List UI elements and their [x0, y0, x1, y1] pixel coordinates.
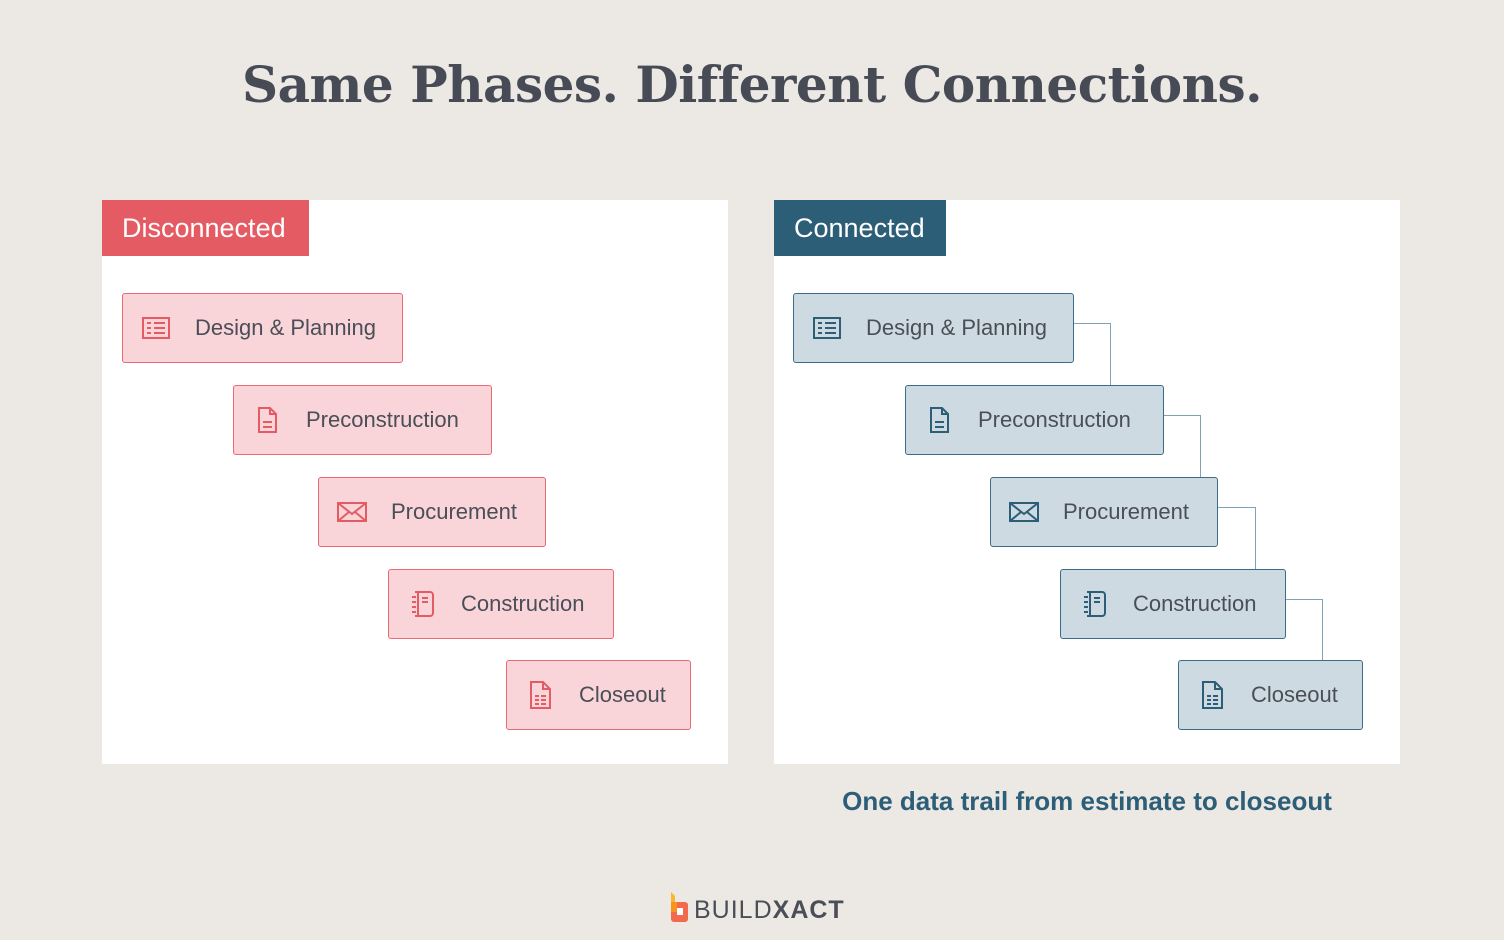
page-title: Same Phases. Different Connections. [241, 55, 1263, 114]
phase-design-planning: Design & Planning [793, 293, 1074, 363]
document-icon [250, 403, 284, 437]
phase-label: Design & Planning [195, 315, 377, 340]
buildxact-logo-text: BUILDXACT [694, 896, 845, 925]
logo-text-bold: XACT [772, 896, 845, 924]
phase-procurement: Procurement [318, 477, 546, 547]
disconnected-panel: Disconnected Design & Planning Preconstr… [102, 200, 728, 764]
envelope-icon [335, 495, 369, 529]
disconnected-label: Disconnected [102, 200, 309, 256]
phase-label: Preconstruction [306, 407, 459, 432]
phase-procurement: Procurement [990, 477, 1218, 547]
spreadsheet-icon [810, 311, 844, 345]
phase-label: Preconstruction [978, 407, 1131, 432]
logo-text-light: BUILD [694, 896, 773, 924]
report-document-icon [523, 678, 557, 712]
buildxact-logo-icon [668, 892, 690, 929]
report-document-icon [1195, 678, 1229, 712]
notebook-icon [1077, 587, 1111, 621]
phase-label: Closeout [579, 682, 666, 707]
envelope-icon [1007, 495, 1041, 529]
phase-label: Construction [461, 591, 585, 616]
spreadsheet-icon [139, 311, 173, 345]
phase-label: Design & Planning [866, 315, 1048, 340]
phase-design-planning: Design & Planning [122, 293, 403, 363]
connected-label: Connected [774, 200, 946, 256]
phase-label: Procurement [391, 499, 517, 524]
connected-tagline: One data trail from estimate to closeout [842, 786, 1332, 816]
phase-label: Closeout [1251, 682, 1338, 707]
connector-line [1164, 415, 1201, 477]
connector-line [1074, 323, 1111, 385]
buildxact-logo: BUILDXACT [668, 892, 845, 929]
phase-closeout: Closeout [506, 660, 691, 730]
phase-construction: Construction [1060, 569, 1286, 639]
document-icon [922, 403, 956, 437]
phase-preconstruction: Preconstruction [905, 385, 1164, 455]
connector-line [1218, 507, 1256, 569]
phase-label: Procurement [1063, 499, 1189, 524]
phase-preconstruction: Preconstruction [233, 385, 492, 455]
connected-panel: Connected Design & Planning Preconstruct… [774, 200, 1400, 764]
phase-construction: Construction [388, 569, 614, 639]
connector-line [1286, 599, 1323, 660]
notebook-icon [405, 587, 439, 621]
phase-label: Construction [1133, 591, 1257, 616]
phase-closeout: Closeout [1178, 660, 1363, 730]
